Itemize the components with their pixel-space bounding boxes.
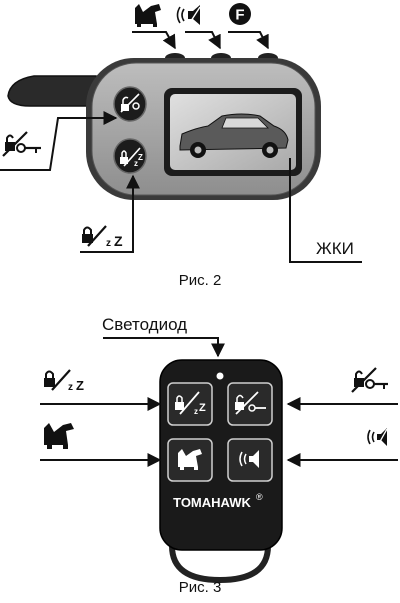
car-icon: [179, 113, 289, 158]
key-strap: [7, 75, 97, 107]
car-trunk-button-3[interactable]: [167, 438, 213, 482]
car-trunk-icon: [178, 449, 202, 470]
svg-text:z: z: [106, 238, 111, 249]
svg-text:z: z: [68, 382, 73, 393]
speaker-sound-icon: [239, 450, 259, 468]
lock-sleep-symbol: z Z: [82, 225, 123, 249]
unlock-key-icon: [235, 391, 266, 415]
key-ring: [169, 545, 271, 584]
figure-3-arrows: [40, 397, 398, 467]
top-arrows: [132, 31, 269, 50]
svg-text:Z: Z: [76, 378, 84, 393]
led-pointer: [103, 337, 225, 358]
svg-text:z: z: [134, 159, 138, 168]
svg-text:Z: Z: [138, 153, 143, 162]
figure-2: F: [0, 3, 362, 289]
speaker-sound-symbol-3: [367, 428, 388, 446]
led-label: Светодиод: [102, 315, 187, 334]
lock-key-icon: [2, 131, 41, 157]
brand-label: TOMAHAWK: [173, 495, 251, 510]
unlock-key-button[interactable]: [113, 86, 147, 122]
speaker-sound-icon: [176, 5, 201, 25]
unlock-key-symbol-3: [351, 367, 388, 393]
figure-3: Светодиод z Z: [40, 315, 398, 596]
lock-sleep-icon: z Z: [175, 391, 206, 416]
car-trunk-icon: [135, 4, 161, 27]
unlock-key-icon: [120, 93, 140, 113]
unlock-key-button-3[interactable]: [227, 382, 273, 426]
lock-sleep-symbol-3: z Z: [44, 369, 84, 393]
unlock-pointer: [0, 111, 118, 171]
figure-3-caption: Рис. 3: [179, 579, 222, 596]
lock-sleep-button[interactable]: z Z: [113, 138, 147, 174]
led-icon: [216, 372, 224, 380]
figure-2-caption: Рис. 2: [179, 272, 222, 289]
lcd-pointer: [289, 158, 362, 263]
svg-text:Z: Z: [114, 233, 123, 249]
lock-sleep-pointer: [80, 174, 140, 253]
lock-sleep-icon: z Z: [120, 147, 143, 168]
svg-text:Z: Z: [199, 402, 206, 414]
car-trunk-symbol-3: [44, 423, 74, 449]
f-button-label: F: [235, 7, 244, 24]
f-button-icon: F: [229, 3, 251, 25]
lock-sleep-button-3[interactable]: z Z: [167, 382, 213, 426]
svg-text:z: z: [194, 407, 198, 416]
speaker-button-3[interactable]: [227, 438, 273, 482]
brand-mark: ®: [256, 492, 263, 502]
lcd-label: ЖКИ: [316, 239, 354, 258]
